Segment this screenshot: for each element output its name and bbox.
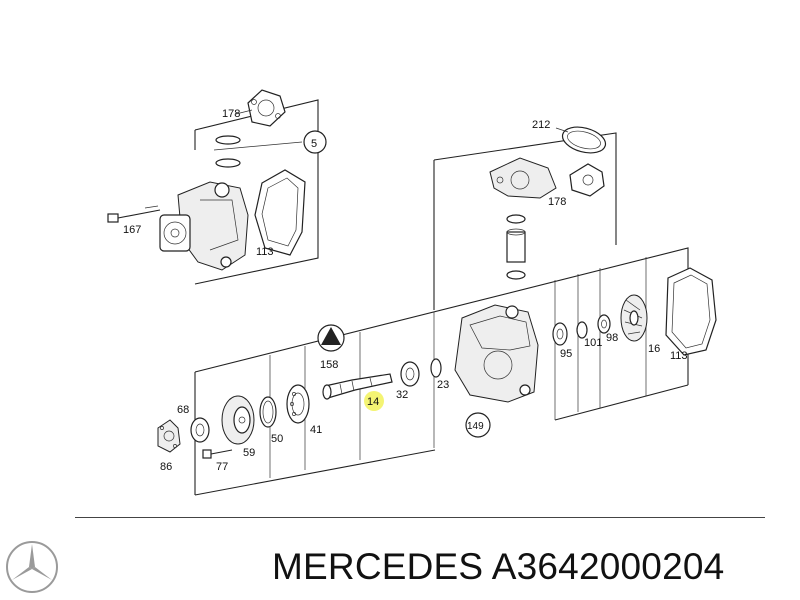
callout-23: 23 <box>437 379 449 391</box>
sleeve <box>506 231 526 263</box>
pump-housing-main <box>454 304 539 403</box>
impeller-16 <box>620 294 648 342</box>
callout-68: 68 <box>177 404 189 416</box>
group-frame-top-right <box>433 132 617 310</box>
callout-symbol-158 <box>317 324 345 352</box>
callout-158: 158 <box>320 359 338 371</box>
housing-cover <box>489 157 557 199</box>
callout-178a: 178 <box>222 108 240 120</box>
gasket-113-right <box>665 267 717 356</box>
pump-assembly-top-left <box>159 181 249 271</box>
gasket-178-top <box>247 89 286 127</box>
bolt-77 <box>202 449 233 459</box>
seal-98 <box>597 314 611 334</box>
callout-32: 32 <box>396 389 408 401</box>
callout-circle-5 <box>303 130 327 154</box>
callout-98: 98 <box>606 332 618 344</box>
bolt-167 <box>107 205 161 223</box>
callout-41: 41 <box>310 424 322 436</box>
callout-167: 167 <box>123 224 141 236</box>
bearing-41 <box>286 384 310 424</box>
o-ring-sleeve-bottom <box>506 270 526 280</box>
callout-50: 50 <box>271 433 283 445</box>
mercedes-star-logo <box>6 541 58 593</box>
callout-101: 101 <box>584 337 602 349</box>
callout-5: 5 <box>311 138 317 150</box>
o-ring-upper <box>215 135 241 145</box>
ring-23 <box>430 358 442 378</box>
callout-59: 59 <box>243 447 255 459</box>
callout-149: 149 <box>467 421 484 432</box>
callout-113a: 113 <box>256 246 274 258</box>
group-frame-main <box>194 247 689 496</box>
callout-113b: 113 <box>670 350 688 362</box>
callout-16: 16 <box>648 343 660 355</box>
flange-86 <box>157 419 181 453</box>
hub-59 <box>221 395 255 445</box>
bearing-32 <box>400 361 420 387</box>
highlight-marker <box>364 391 384 411</box>
gasket-178-right <box>569 163 605 197</box>
o-ring-lower <box>215 158 241 168</box>
callout-95: 95 <box>560 348 572 360</box>
callout-circle-149 <box>465 412 491 438</box>
callout-178b: 178 <box>548 196 566 208</box>
callout-77: 77 <box>216 461 228 473</box>
callout-86: 86 <box>160 461 172 473</box>
seal-68 <box>190 417 210 443</box>
callout-212: 212 <box>532 119 550 131</box>
callout-14: 14 <box>367 396 379 408</box>
ring-50 <box>259 396 277 428</box>
shaft-14 <box>322 373 393 400</box>
o-ring-sleeve-top <box>506 214 526 224</box>
footer-divider <box>75 517 765 518</box>
gasket-212 <box>561 126 607 154</box>
part-title: MERCEDES A3642000204 <box>272 546 724 588</box>
brand-name: MERCEDES <box>272 546 484 587</box>
seal-95 <box>552 322 568 346</box>
ring-101 <box>576 321 588 339</box>
part-number: A3642000204 <box>491 546 725 587</box>
